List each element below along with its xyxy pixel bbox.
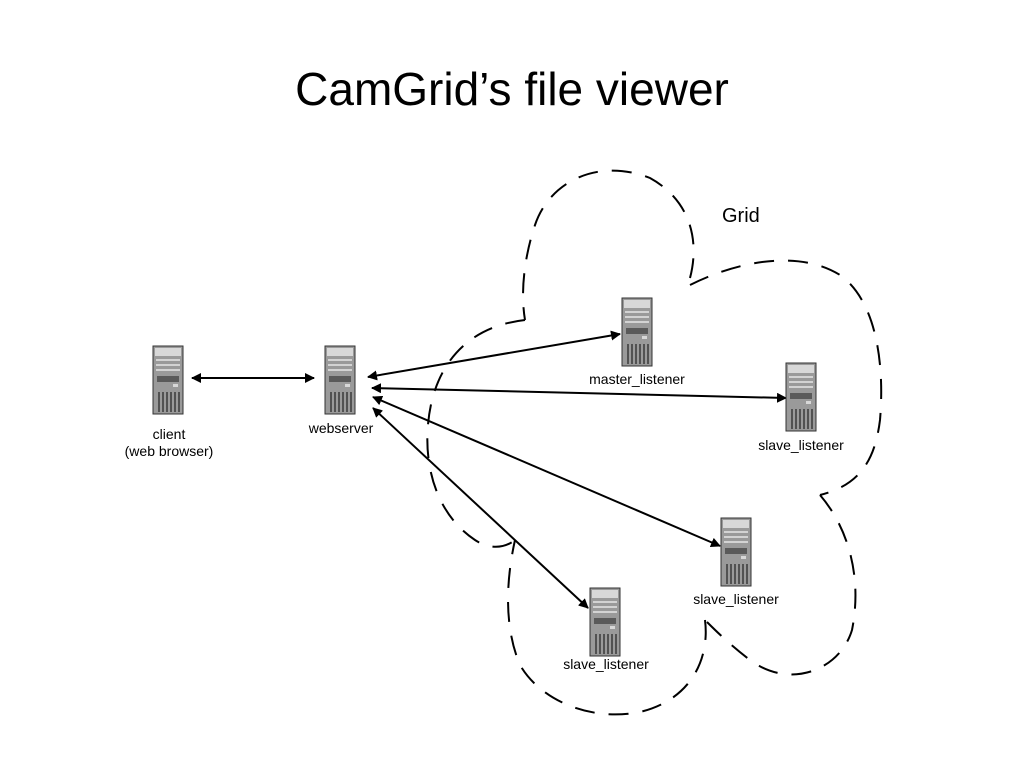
node-master-listener: master_listener [589, 297, 685, 387]
node-label: slave_listener [758, 437, 844, 453]
edge-webserver-slave-listener-1 [371, 383, 787, 403]
server-tower-icon [785, 362, 817, 432]
slide-title: CamGrid’s file viewer [295, 63, 729, 115]
node-label: webserver [308, 420, 374, 436]
grid-label: Grid [722, 205, 760, 227]
node-slave-listener-3: slave_listener [563, 587, 649, 672]
node-client: client (web browser) [125, 345, 214, 459]
server-tower-icon [324, 345, 356, 415]
node-webserver: webserver [308, 345, 374, 436]
node-label: slave_listener [563, 656, 649, 672]
node-label: client [153, 426, 186, 442]
server-tower-icon [621, 297, 653, 367]
server-tower-icon [720, 517, 752, 587]
node-sublabel: (web browser) [125, 443, 214, 459]
node-slave-listener-1: slave_listener [758, 362, 844, 453]
edge-webserver-master-listener [367, 330, 621, 381]
node-label: master_listener [589, 371, 685, 387]
edge-webserver-slave-listener-2 [372, 395, 721, 548]
node-slave-listener-2: slave_listener [693, 517, 779, 607]
edge-webserver-slave-listener-3 [372, 407, 589, 609]
server-tower-icon [589, 587, 621, 657]
server-tower-icon [152, 345, 184, 415]
node-label: slave_listener [693, 591, 779, 607]
